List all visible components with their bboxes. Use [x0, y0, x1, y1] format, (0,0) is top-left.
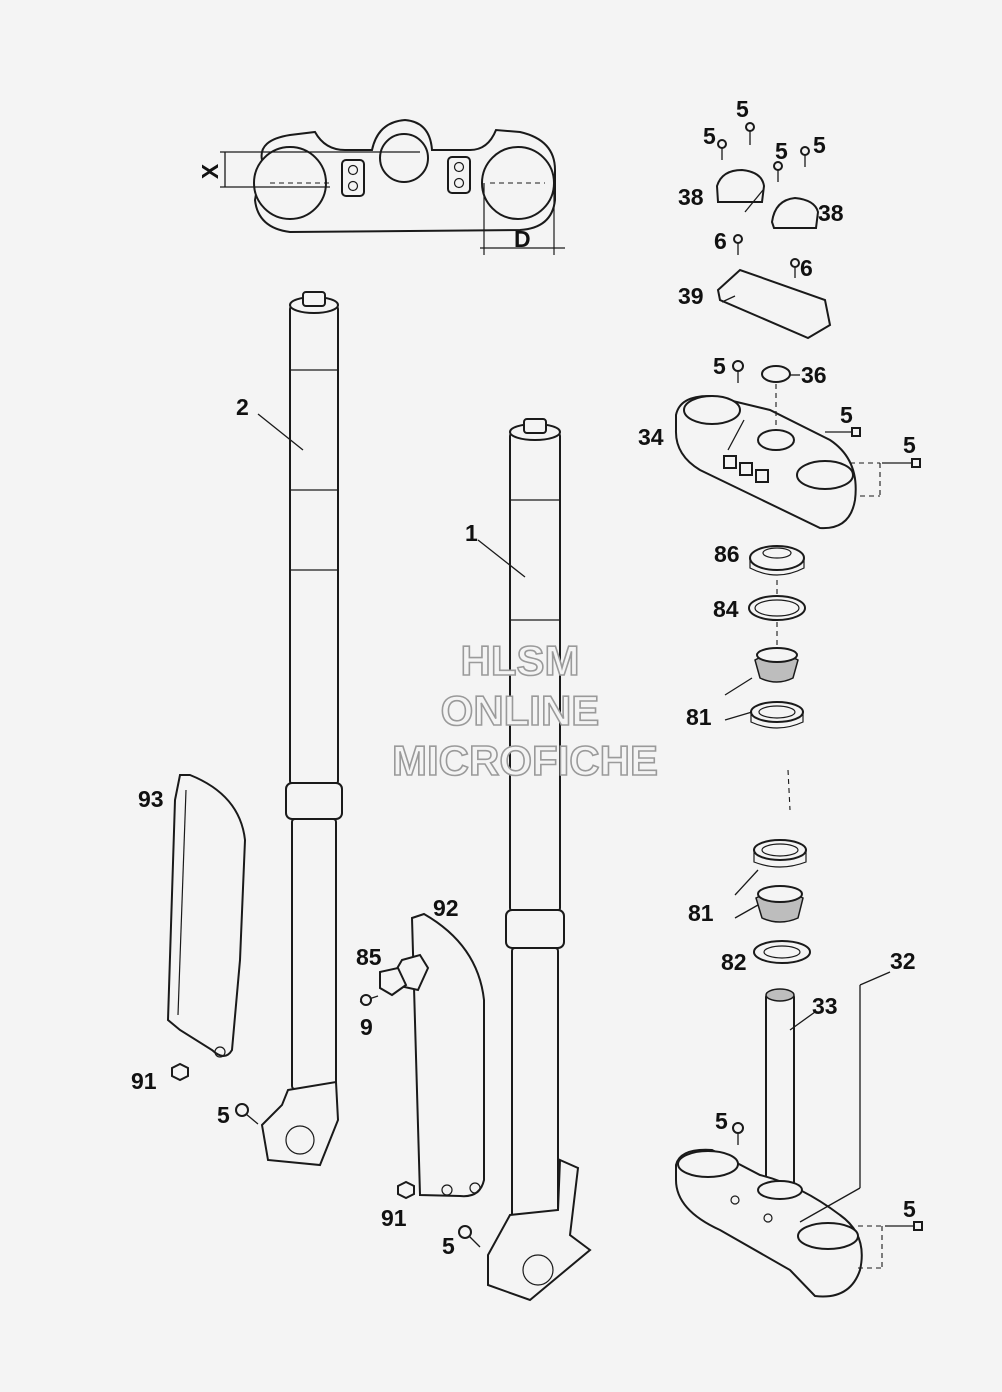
watermark-line-2: ONLINE — [440, 687, 600, 734]
watermark-line-3: MICROFICHE — [391, 737, 659, 784]
callout-39: 39 — [678, 283, 704, 309]
callout-91-b: 91 — [381, 1205, 407, 1231]
callout-93: 93 — [138, 786, 164, 812]
callout-86: 86 — [714, 541, 740, 567]
dimension-d-label: D — [514, 226, 531, 252]
callout-32: 32 — [890, 948, 916, 974]
callout-5-a: 5 — [736, 96, 749, 122]
callout-82: 82 — [721, 949, 747, 975]
callout-5-h: 5 — [217, 1102, 230, 1128]
callout-2: 2 — [236, 394, 249, 420]
fork-leg-2 — [260, 291, 343, 1167]
watermark-line-1: HLSM — [460, 637, 581, 684]
fork-guard-93 — [166, 774, 247, 1058]
callout-5-k: 5 — [903, 1196, 916, 1222]
callout-38-b: 38 — [818, 200, 844, 226]
callout-34: 34 — [638, 424, 664, 450]
bearing-stack — [724, 545, 811, 964]
callout-5-c: 5 — [775, 138, 788, 164]
callout-91-a: 91 — [131, 1068, 157, 1094]
fork-leg-1 — [487, 418, 592, 1302]
fork-guard-92 — [359, 912, 485, 1198]
callout-36: 36 — [801, 362, 827, 388]
leader-lines — [257, 189, 800, 578]
callout-5-e: 5 — [713, 353, 726, 379]
callout-5-f: 5 — [840, 402, 853, 428]
callout-81-a: 81 — [686, 704, 712, 730]
callout-6-b: 6 — [800, 255, 813, 281]
callout-1: 1 — [465, 520, 478, 546]
callout-5-i: 5 — [442, 1233, 455, 1259]
callout-5-b: 5 — [703, 123, 716, 149]
callout-84: 84 — [713, 596, 739, 622]
lower-triple-clamp-32 — [675, 971, 923, 1298]
callout-33: 33 — [812, 993, 838, 1019]
callout-5-d: 5 — [813, 132, 826, 158]
callout-92: 92 — [433, 895, 459, 921]
callout-5-g: 5 — [903, 432, 916, 458]
callout-6-a: 6 — [714, 228, 727, 254]
callout-5-j: 5 — [715, 1108, 728, 1134]
callout-38-a: 38 — [678, 184, 704, 210]
callout-85: 85 — [356, 944, 382, 970]
handlebar-clamps — [715, 122, 832, 340]
triple-clamp-plan-view — [220, 118, 565, 255]
callout-81-b: 81 — [688, 900, 714, 926]
upper-triple-clamp-34 — [674, 360, 921, 530]
small-bolts-lower — [171, 994, 481, 1248]
callout-9: 9 — [360, 1014, 373, 1040]
dimension-x-label: X — [197, 163, 224, 180]
